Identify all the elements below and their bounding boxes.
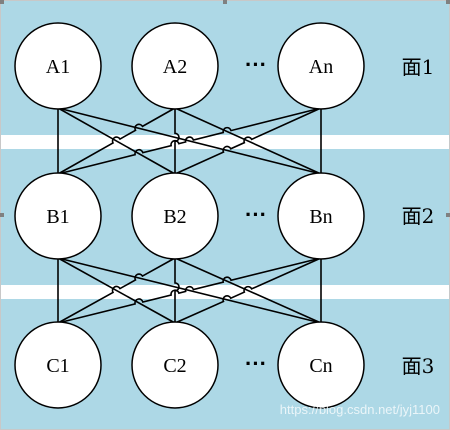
ellipsis: ···: [245, 351, 267, 376]
node-label: An: [309, 56, 333, 78]
connection-line: [57, 257, 322, 324]
layer-3: C1 C2 ··· Cn 面3: [14, 321, 435, 409]
connection-line: [57, 107, 322, 175]
watermark: https://blog.csdn.net/jyj1100: [280, 402, 440, 417]
ellipsis: ···: [245, 52, 267, 77]
node-circle[interactable]: [131, 172, 219, 260]
connection-line: [174, 257, 322, 324]
node-circle[interactable]: [14, 172, 102, 260]
plane-label: 面2: [402, 204, 435, 228]
node-circle[interactable]: [131, 321, 219, 409]
connection-line: [174, 257, 322, 324]
plane-label: 面1: [402, 55, 435, 79]
selection-handle-top-left[interactable]: [0, 0, 4, 4]
node-circle[interactable]: [277, 22, 365, 110]
connection-line: [57, 107, 322, 175]
layer-1: A1 A2 ··· An 面1: [14, 22, 435, 110]
node-circle[interactable]: [277, 321, 365, 409]
node-circle[interactable]: [277, 172, 365, 260]
connection-line: [174, 107, 322, 175]
selection-handle-top-right[interactable]: [446, 0, 450, 4]
connection-line: [57, 107, 176, 175]
connection-line: [57, 257, 176, 324]
node-circle[interactable]: [14, 22, 102, 110]
node-circle[interactable]: [131, 22, 219, 110]
node-label: A2: [163, 56, 187, 78]
node-label: Cn: [309, 355, 332, 377]
selection-handle-top-center[interactable]: [223, 0, 227, 4]
node-label: Bn: [309, 206, 332, 228]
connection-line: [174, 107, 322, 175]
node-label: C1: [46, 355, 69, 377]
connection-line: [57, 107, 176, 175]
layer-2: B1 B2 ··· Bn 面2: [14, 172, 435, 260]
connection-lines: [57, 107, 322, 324]
selection-handle-middle-left[interactable]: [0, 213, 4, 217]
ellipsis: ···: [245, 202, 267, 227]
plane-label: 面3: [402, 354, 435, 378]
node-label: A1: [46, 56, 70, 78]
node-label: C2: [163, 355, 186, 377]
selection-handle-middle-right[interactable]: [446, 213, 450, 217]
node-label: B2: [163, 206, 186, 228]
node-circle[interactable]: [14, 321, 102, 409]
node-label: B1: [46, 206, 69, 228]
connection-line: [57, 257, 176, 324]
connection-line: [57, 257, 322, 324]
